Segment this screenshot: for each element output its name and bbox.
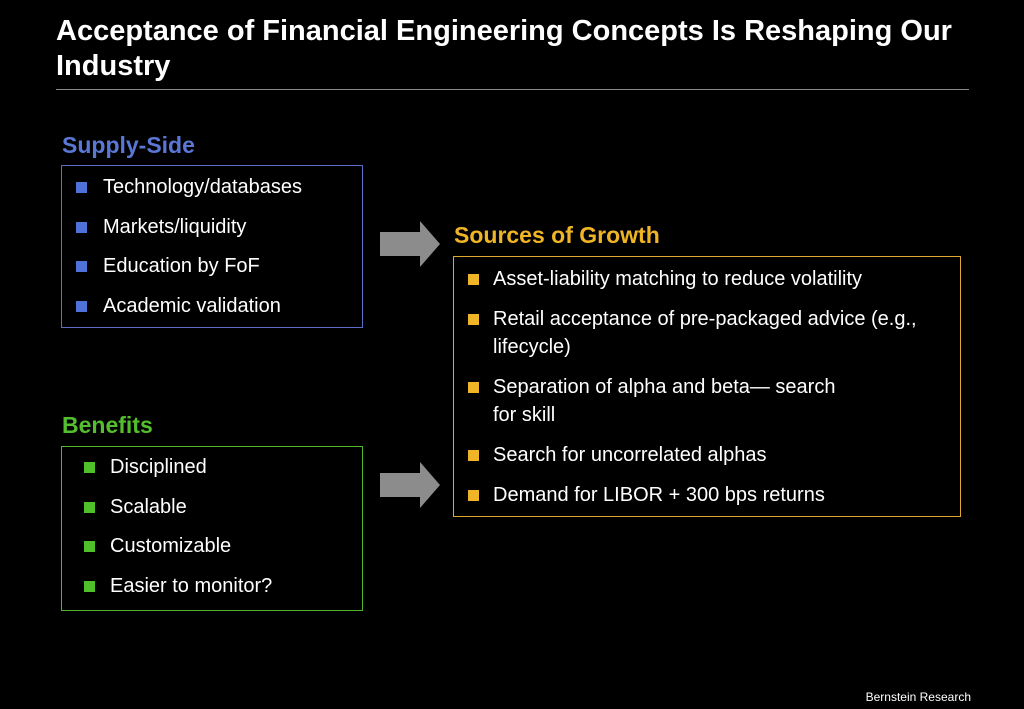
square-bullet-icon <box>468 450 479 461</box>
list-item: Demand for LIBOR + 300 bps returns <box>468 481 952 509</box>
sources-of-growth-heading: Sources of Growth <box>454 222 660 248</box>
list-item: Customizable <box>84 532 354 560</box>
square-bullet-icon <box>84 580 95 592</box>
list-item: Scalable <box>84 493 354 521</box>
list-item-text: Markets/liquidity <box>103 215 247 238</box>
list-item: Disciplined <box>84 453 354 481</box>
square-bullet-icon <box>468 274 479 285</box>
square-bullet-icon <box>84 462 95 473</box>
list-item-text: Education by FoF <box>103 255 260 277</box>
list-item: Asset-liability matching to reduce volat… <box>468 265 952 293</box>
list-item: Easier to monitor? <box>84 572 354 600</box>
list-item-text: Easier to monitor? <box>110 574 273 597</box>
list-item: Markets/liquidity <box>76 213 354 241</box>
square-bullet-icon <box>468 382 479 393</box>
square-bullet-icon <box>76 221 87 233</box>
square-bullet-icon <box>84 541 95 552</box>
list-item: Education by FoF <box>76 252 354 280</box>
right-arrow-icon <box>380 221 440 267</box>
list-item: Search for uncorrelated alphas <box>468 441 952 469</box>
footer-source: Bernstein Research <box>865 690 971 704</box>
list-item-text: Search for uncorrelated alphas <box>493 444 767 466</box>
square-bullet-icon <box>76 261 87 272</box>
square-bullet-icon <box>76 182 87 193</box>
supply-side-heading: Supply-Side <box>62 132 195 158</box>
list-item-text: Asset-liability matching to reduce volat… <box>493 268 863 290</box>
sources-of-growth-box: Asset-liability matching to reduce volat… <box>453 256 961 517</box>
benefits-heading: Benefits <box>62 412 153 438</box>
list-item-text: Technology/databases <box>103 176 303 198</box>
sources-of-growth-list: Asset-liability matching to reduce volat… <box>468 265 952 509</box>
list-item: Separation of alpha and beta— search for… <box>468 373 853 429</box>
list-item-text: Academic validation <box>103 294 281 317</box>
right-arrow-icon <box>380 462 440 508</box>
list-item-text: Scalable <box>110 495 187 518</box>
list-item-text: Demand for LIBOR + 300 bps returns <box>493 484 825 506</box>
list-item-text: Disciplined <box>110 456 207 478</box>
supply-side-list: Technology/databases Markets/liquidity E… <box>76 173 354 320</box>
list-item-text: Retail acceptance of pre-packaged advice… <box>493 308 917 358</box>
square-bullet-icon <box>468 490 479 501</box>
square-bullet-icon <box>76 300 87 312</box>
list-item-text: Separation of alpha and beta— search for… <box>493 376 836 426</box>
arrow-shape <box>380 221 440 267</box>
title-divider <box>56 89 969 90</box>
arrow-shape <box>380 462 440 508</box>
benefits-box: Disciplined Scalable Customizable Easier… <box>61 446 363 611</box>
list-item: Technology/databases <box>76 173 354 201</box>
square-bullet-icon <box>468 314 479 325</box>
benefits-list: Disciplined Scalable Customizable Easier… <box>84 453 354 600</box>
list-item: Academic validation <box>76 292 354 320</box>
supply-side-box: Technology/databases Markets/liquidity E… <box>61 165 363 328</box>
square-bullet-icon <box>84 501 95 513</box>
list-item-text: Customizable <box>110 535 232 557</box>
slide-title: Acceptance of Financial Engineering Conc… <box>56 15 952 82</box>
list-item: Retail acceptance of pre-packaged advice… <box>468 305 938 361</box>
